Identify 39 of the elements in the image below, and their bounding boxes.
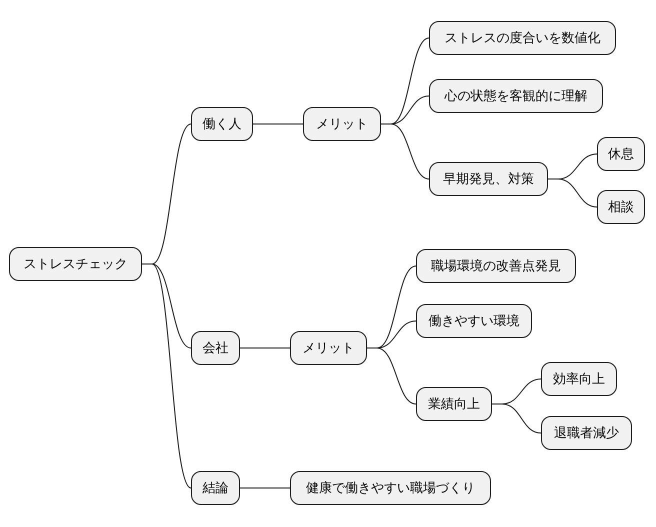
connector-line: [380, 124, 430, 180]
topic-box: [416, 387, 492, 421]
topic-box: [429, 162, 548, 196]
connector-line: [142, 264, 192, 488]
connector-line: [366, 348, 416, 404]
topic-text: メリット: [316, 116, 368, 133]
topic-text: 休息: [608, 146, 634, 163]
topic-text: 結論: [202, 480, 228, 497]
topic-box: [429, 79, 603, 113]
topic-box: [290, 471, 491, 505]
topic-box: [191, 471, 240, 505]
topic-text: 職場環境の改善点発見: [431, 258, 561, 275]
topic-box: [290, 331, 367, 365]
topic-box: [429, 21, 616, 55]
topic-text: 働きやすい環境: [428, 313, 520, 330]
topic-box: [597, 190, 645, 224]
topic-text: 働く人: [202, 116, 242, 133]
topic-box: [541, 362, 617, 396]
topic-text: 心の状態を客観的に理解: [444, 88, 588, 105]
topic-text: ストレスの度合いを数値化: [444, 30, 600, 47]
topic-text: メリット: [302, 340, 354, 357]
topic-box: [9, 247, 142, 281]
topic-box: [541, 416, 632, 450]
topic-box: [416, 304, 532, 338]
topic-text: 効率向上: [553, 371, 605, 388]
topic-text: 相談: [608, 199, 634, 216]
topic-box: [191, 107, 253, 141]
topic-text: 早期発見、対策: [443, 171, 534, 188]
topic-text: ストレスチェック: [24, 256, 128, 273]
topic-text: 退職者減少: [554, 425, 619, 442]
topic-box: [597, 137, 645, 171]
connector-line: [492, 404, 542, 434]
topic-text: 健康で働きやすい職場づくり: [306, 480, 475, 497]
topic-box: [191, 331, 240, 365]
topic-box: [303, 107, 381, 141]
connector-line: [548, 178, 598, 208]
topic-box: [416, 249, 576, 283]
topic-text: 会社: [202, 340, 228, 357]
topic-text: 業績向上: [428, 396, 480, 413]
